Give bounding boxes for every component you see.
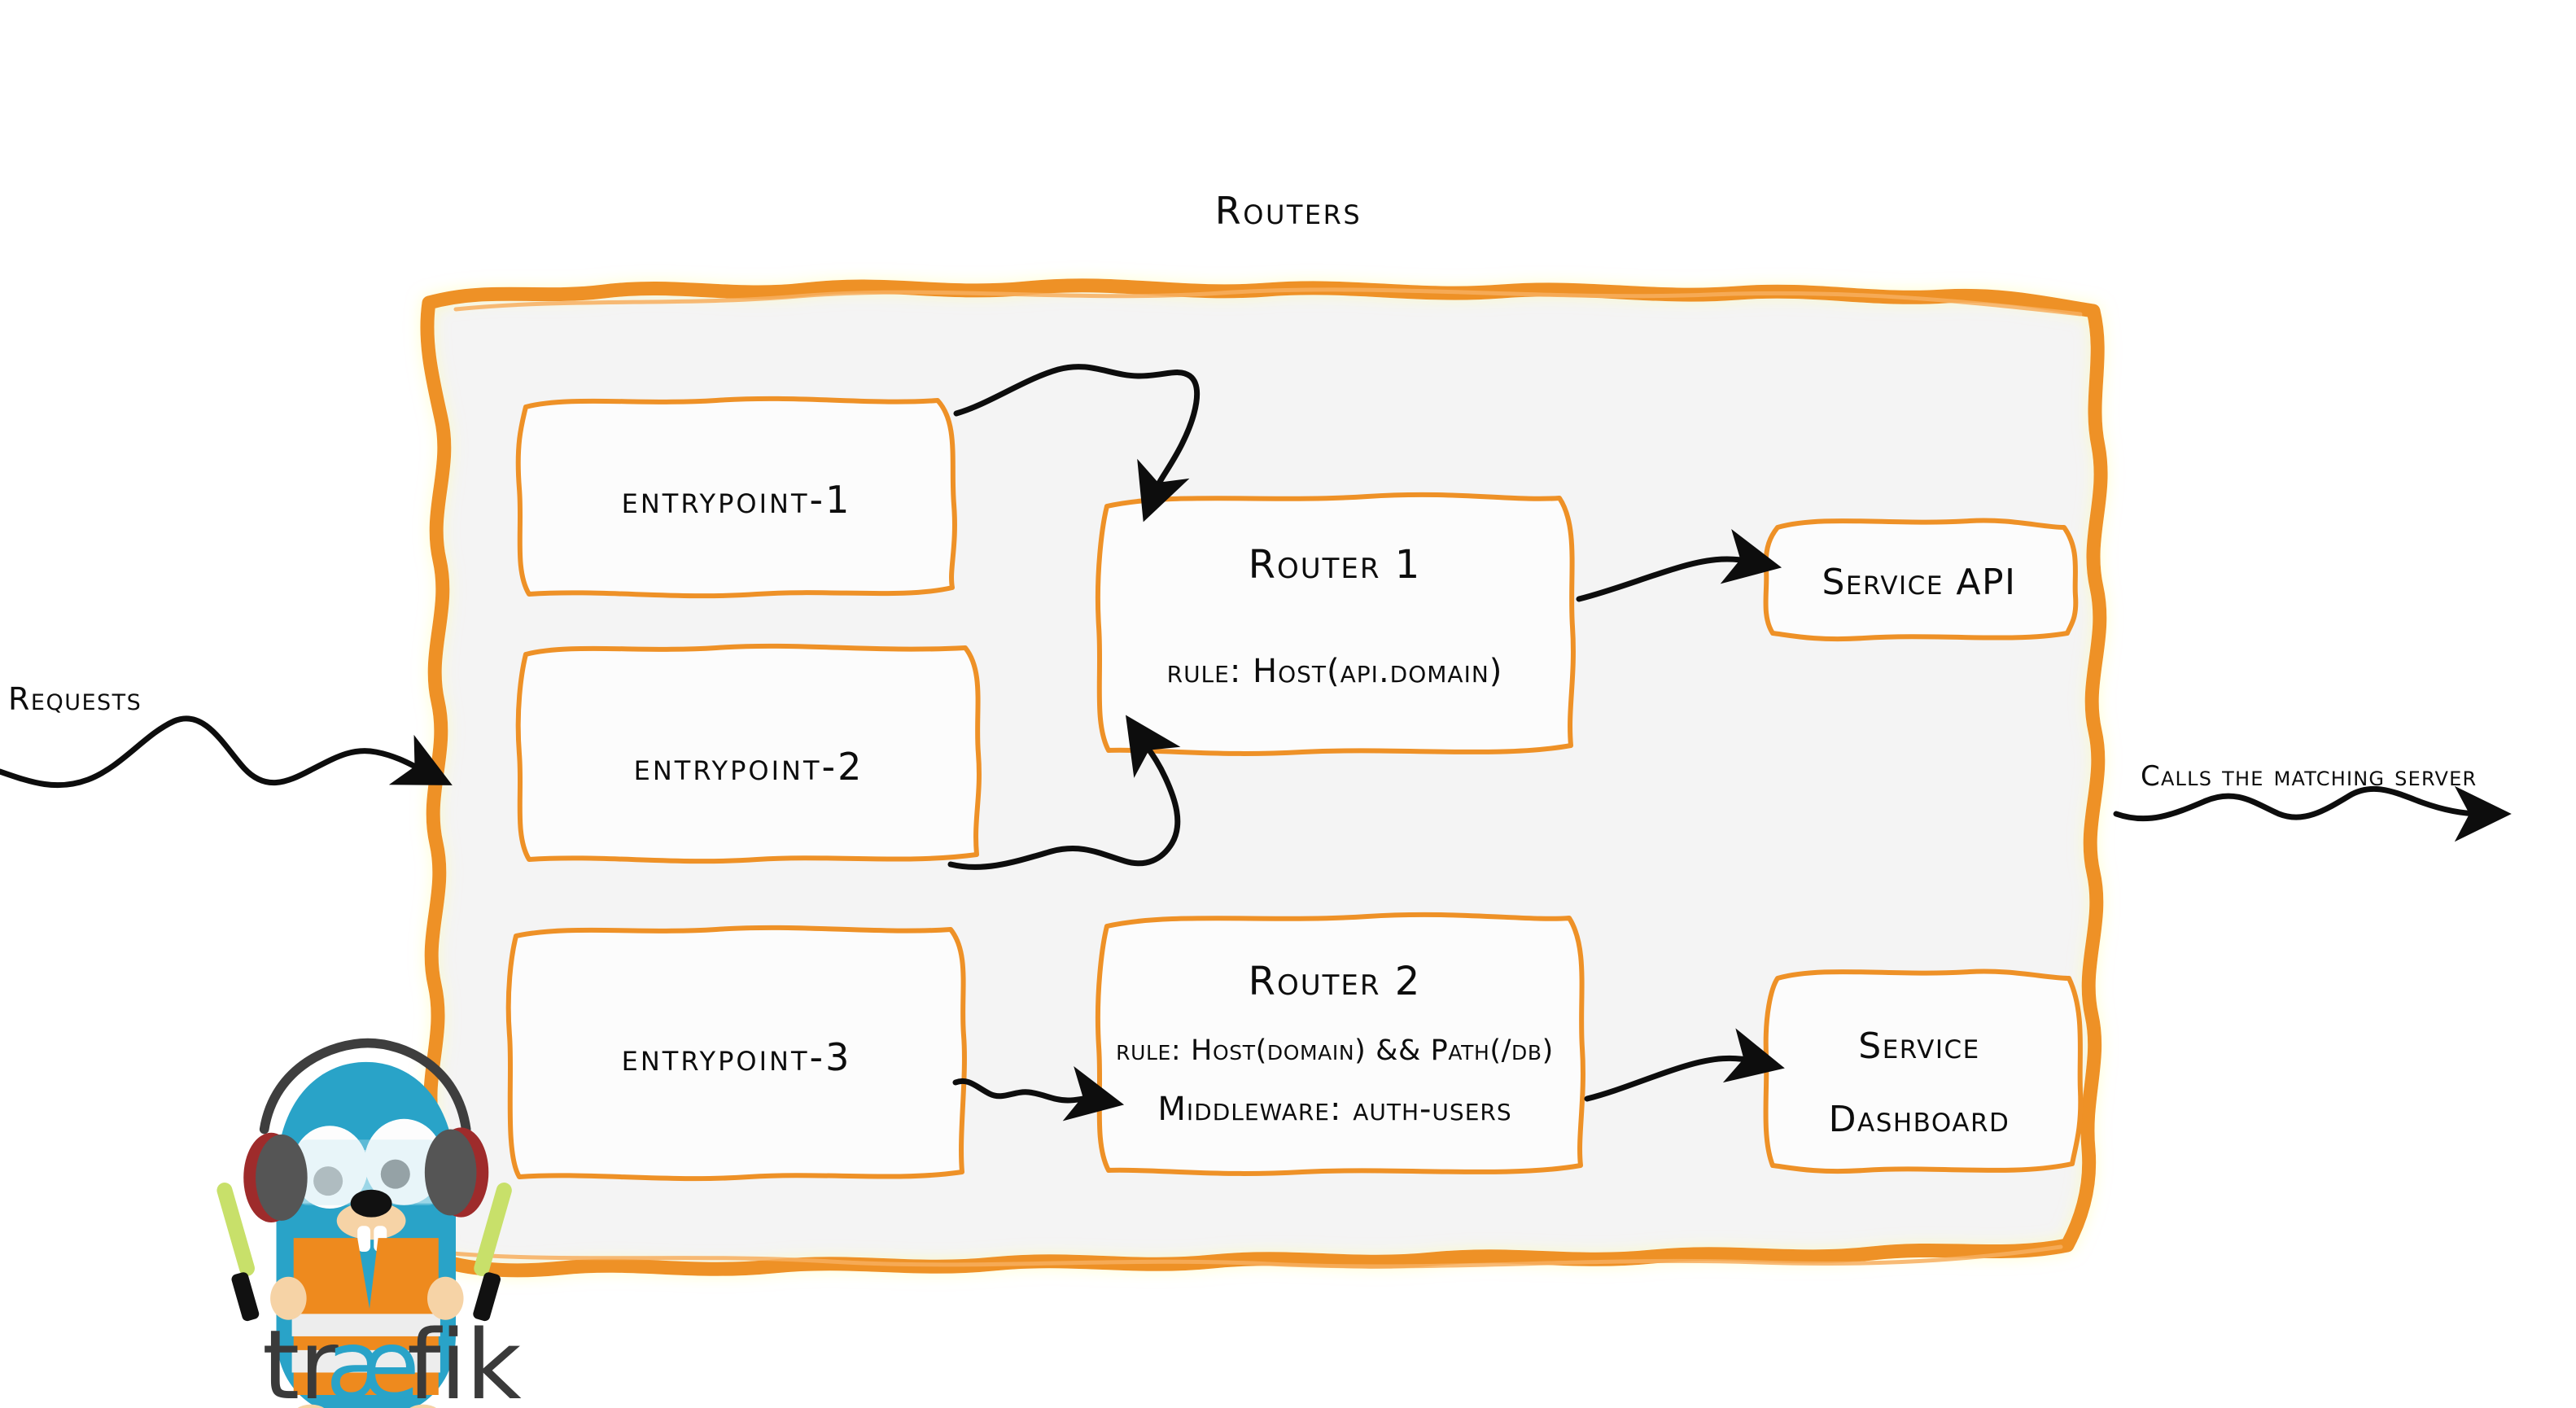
gopher-snout xyxy=(336,1201,406,1240)
arrow-router1-to-service-api xyxy=(1576,529,1782,602)
requests-label: Requests xyxy=(8,681,142,717)
service-box-api[interactable] xyxy=(1763,518,2079,642)
traefik-logo xyxy=(216,1038,512,1408)
entrypoint-2-label: entrypoint-2 xyxy=(634,745,864,789)
router-2-title: Router 2 xyxy=(1249,959,1422,1004)
gopher-foot-right xyxy=(409,1404,437,1408)
calls-matching-server-label: Calls the matching server xyxy=(2141,760,2477,793)
router-1-rule: rule: Host(api.domain) xyxy=(1167,653,1503,690)
arrow-entrypoint1-to-router1 xyxy=(953,364,1201,523)
arrow-requests-in xyxy=(0,715,453,789)
gopher-foot-left xyxy=(297,1404,325,1408)
gopher-pupil-left xyxy=(313,1166,343,1196)
entrypoint-3-label: entrypoint-3 xyxy=(622,1035,852,1079)
routers-panel-border-texture-2 xyxy=(450,1244,2063,1269)
arrow-router2-to-service-dashboard xyxy=(1584,1028,1785,1102)
arrow-calls-out xyxy=(2113,785,2512,842)
gopher-pupil-right xyxy=(380,1159,410,1189)
routers-panel-border-texture xyxy=(453,287,2083,317)
arrow-entrypoint3-to-router2 xyxy=(952,1066,1125,1122)
gopher-eye-right xyxy=(364,1118,444,1205)
gopher-hand-left xyxy=(270,1276,307,1320)
router-2-middleware: Middleware: auth-users xyxy=(1157,1091,1511,1128)
service-dashboard-label-line2: Dashboard xyxy=(1829,1099,2010,1140)
gopher-hand-right xyxy=(427,1276,464,1320)
entrypoint-1-label: entrypoint-1 xyxy=(622,478,852,522)
service-box-dashboard[interactable] xyxy=(1763,969,2084,1174)
headphone-earcup-left-icon xyxy=(243,1132,308,1222)
wordmark-part-2: æ xyxy=(326,1309,419,1408)
entrypoint-box-1[interactable] xyxy=(515,396,957,599)
router-box-1[interactable] xyxy=(1095,492,1576,756)
page-title: Routers xyxy=(1215,189,1362,233)
traefik-wordmark: tr æ fik xyxy=(262,1309,522,1408)
vest-stripe-2 xyxy=(291,1349,440,1373)
wordmark-part-1: tr xyxy=(262,1309,339,1408)
service-api-label: Service API xyxy=(1822,562,2016,603)
headphone-earcup-right-icon xyxy=(424,1127,489,1218)
service-dashboard-label-line1: Service xyxy=(1858,1025,1979,1067)
entrypoint-box-2[interactable] xyxy=(515,643,982,864)
light-wand-left-icon xyxy=(216,1183,260,1322)
gopher-tooth-left xyxy=(357,1226,371,1253)
gopher-nose xyxy=(350,1189,392,1218)
vest-stripe-1 xyxy=(291,1314,440,1336)
router-1-title: Router 1 xyxy=(1249,542,1422,588)
goggles-lens xyxy=(295,1139,440,1205)
light-wand-right-icon xyxy=(473,1183,512,1322)
headphone-band-icon xyxy=(259,1038,471,1135)
entrypoint-box-3[interactable] xyxy=(505,925,967,1182)
router-2-rule: rule: Host(domain) && Path(/db) xyxy=(1116,1034,1554,1067)
wordmark-part-3: fik xyxy=(407,1309,521,1408)
arrow-entrypoint2-to-router1 xyxy=(947,715,1181,870)
